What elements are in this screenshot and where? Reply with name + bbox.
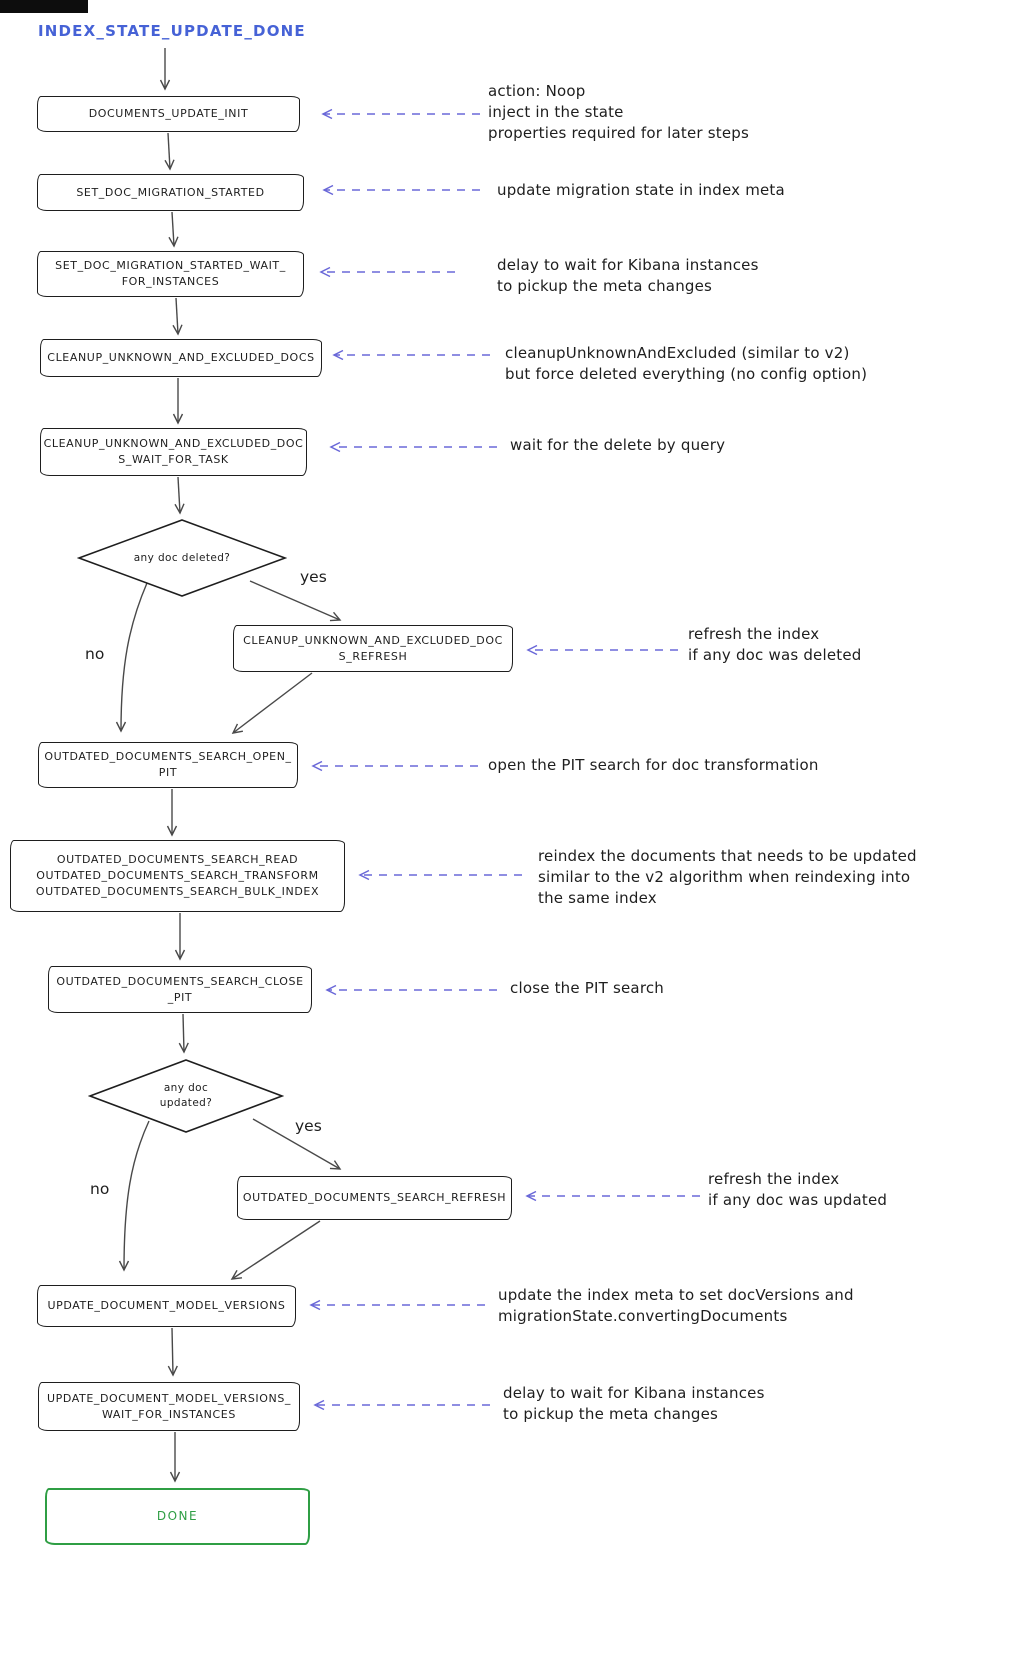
annotation-line: to pickup the meta changes (497, 277, 713, 295)
annotation-set-started: update migration state in index meta (497, 180, 785, 201)
annotation-line: similar to the v2 algorithm when reindex… (538, 868, 911, 886)
annotation-line: delay to wait for Kibana instances (503, 1384, 765, 1402)
node-label: _PIT (167, 990, 193, 1004)
annotation-close-pit: close the PIT search (510, 978, 664, 999)
annotation-cleanup: cleanupUnknownAndExcluded (similar to v2… (505, 343, 867, 385)
decision-any-doc-updated: any doc updated? (88, 1058, 284, 1134)
annotation-line: close the PIT search (510, 979, 665, 997)
node-label: S_REFRESH (338, 649, 408, 663)
node-label: SET_DOC_MIGRATION_STARTED (76, 185, 265, 199)
annotation-line: if any doc was deleted (688, 646, 862, 664)
node-label: WAIT_FOR_INSTANCES (102, 1407, 236, 1421)
annotation-line: if any doc was updated (708, 1191, 888, 1209)
node-update-document-model-versions-wait-for-instances: UPDATE_DOCUMENT_MODEL_VERSIONS_ WAIT_FOR… (38, 1382, 300, 1431)
annotation-open-pit: open the PIT search for doc transformati… (488, 755, 819, 776)
arrow-refresh2-to-update (230, 1220, 321, 1280)
node-label: OUTDATED_DOCUMENTS_SEARCH_TRANSFORM (36, 869, 319, 883)
node-label: UPDATE_DOCUMENT_MODEL_VERSIONS_ (46, 1391, 292, 1405)
node-label: FOR_INSTANCES (121, 275, 220, 288)
annotation-line: properties required for later steps (488, 124, 749, 142)
edge-label-no-deleted: no (85, 645, 105, 663)
annotation-update-versions: update the index meta to set docVersions… (498, 1285, 854, 1327)
annotation-line: update migration state in index meta (497, 181, 785, 199)
diamond-shape (77, 519, 287, 597)
edge-label-yes-updated: yes (295, 1117, 322, 1135)
node-documents-update-init: DOCUMENTS_UPDATE_INIT (37, 96, 300, 132)
node-label: OUTDATED_DOCUMENTS_SEARCH_READ (56, 853, 299, 867)
arrow-refresh1-to-openpit (231, 672, 313, 734)
node-label: OUTDATED_DOCUMENTS_SEARCH_CLOSE (56, 974, 304, 988)
annotation-read-transform-bulk: reindex the documents that needs to be u… (538, 846, 917, 909)
annotation-line: but force deleted everything (no config … (505, 365, 868, 383)
annotation-init: action: Noop inject in the state propert… (488, 81, 749, 144)
top-left-artifact (0, 0, 88, 13)
arrow-decision1-no (115, 582, 148, 733)
annotation-update-versions-wait: delay to wait for Kibana instances to pi… (503, 1383, 765, 1425)
annotation-line: update the index meta to set docVersions… (498, 1286, 854, 1304)
arrow-wait-to-cleanup (172, 297, 183, 336)
annotation-set-started-wait: delay to wait for Kibana instances to pi… (497, 255, 759, 297)
node-label: CLEANUP_UNKNOWN_AND_EXCLUDED_DOCS (47, 351, 315, 365)
annotation-line: wait for the delete by query (510, 436, 726, 454)
node-outdated-documents-search-open-pit: OUTDATED_DOCUMENTS_SEARCH_OPEN_ PIT (38, 742, 298, 788)
arrow-closepit-to-decision2 (178, 1013, 189, 1054)
annotation-line: migrationState.convertingDocuments (498, 1307, 788, 1325)
node-cleanup-unknown-and-excluded-docs: CLEANUP_UNKNOWN_AND_EXCLUDED_DOCS (40, 339, 322, 377)
annotation-line: action: Noop (488, 82, 586, 100)
annotation-line: delay to wait for Kibana instances (497, 256, 759, 274)
node-label: CLEANUP_UNKNOWN_AND_EXCLUDED_DOC (43, 437, 304, 451)
annotation-line: cleanupUnknownAndExcluded (similar to v2… (505, 344, 850, 362)
decision-any-doc-deleted: any doc deleted? (77, 518, 287, 598)
diamond-shape (88, 1059, 284, 1133)
annotation-line: inject in the state (488, 103, 624, 121)
node-done: DONE (45, 1488, 310, 1545)
node-update-document-model-versions: UPDATE_DOCUMENT_MODEL_VERSIONS (37, 1285, 296, 1327)
node-label: OUTDATED_DOCUMENTS_SEARCH_BULK_INDEX (35, 884, 320, 898)
annotation-line: the same index (538, 889, 657, 907)
decision-label-line: updated? (159, 1097, 213, 1109)
node-label: SET_DOC_MIGRATION_STARTED_WAIT_ (55, 259, 286, 273)
arrow-init-to-setstarted (164, 132, 175, 171)
decision-label: any doc updated? (88, 1058, 284, 1134)
node-label: S_WAIT_FOR_TASK (118, 453, 229, 466)
diagram-title: INDEX_STATE_UPDATE_DONE (38, 22, 306, 40)
annotation-line: refresh the index (688, 625, 820, 643)
node-outdated-documents-search-read-transform-bulk-index: OUTDATED_DOCUMENTS_SEARCH_READ OUTDATED_… (10, 840, 345, 912)
annotation-line: open the PIT search for doc transformati… (488, 756, 819, 774)
node-label: PIT (158, 766, 178, 779)
node-cleanup-unknown-and-excluded-docs-refresh: CLEANUP_UNKNOWN_AND_EXCLUDED_DOC S_REFRE… (233, 625, 513, 672)
annotation-line: refresh the index (708, 1170, 840, 1188)
node-outdated-documents-search-close-pit: OUTDATED_DOCUMENTS_SEARCH_CLOSE _PIT (48, 966, 312, 1013)
annotation-cleanup-refresh: refresh the index if any doc was deleted (688, 624, 862, 666)
node-label: UPDATE_DOCUMENT_MODEL_VERSIONS (47, 1299, 286, 1313)
annotation-search-refresh: refresh the index if any doc was updated (708, 1169, 887, 1211)
decision-label: any doc deleted? (77, 518, 287, 598)
annotation-line: to pickup the meta changes (503, 1405, 719, 1423)
annotation-line: reindex the documents that needs to be u… (538, 847, 917, 865)
decision-label-line: any doc (163, 1082, 209, 1095)
arrow-cleanupwait-to-decision1 (174, 476, 185, 515)
node-label: DOCUMENTS_UPDATE_INIT (88, 107, 249, 121)
node-outdated-documents-search-refresh: OUTDATED_DOCUMENTS_SEARCH_REFRESH (237, 1176, 512, 1220)
node-label: OUTDATED_DOCUMENTS_SEARCH_OPEN_ (44, 750, 292, 764)
node-label: OUTDATED_DOCUMENTS_SEARCH_REFRESH (242, 1191, 507, 1205)
node-cleanup-unknown-and-excluded-docs-wait-for-task: CLEANUP_UNKNOWN_AND_EXCLUDED_DOC S_WAIT_… (40, 428, 307, 476)
node-label: CLEANUP_UNKNOWN_AND_EXCLUDED_DOC (243, 633, 503, 647)
node-set-doc-migration-started: SET_DOC_MIGRATION_STARTED (37, 174, 304, 211)
annotation-cleanup-wait: wait for the delete by query (510, 435, 725, 456)
arrow-update-to-updatewait (167, 1327, 178, 1377)
decision-label-line: any doc deleted? (133, 551, 231, 564)
node-set-doc-migration-started-wait-for-instances: SET_DOC_MIGRATION_STARTED_WAIT_ FOR_INST… (37, 251, 304, 297)
node-label: DONE (156, 1508, 199, 1523)
edge-label-yes-deleted: yes (300, 568, 327, 586)
edge-label-no-updated: no (90, 1180, 110, 1198)
arrow-decision2-no (118, 1120, 150, 1272)
arrow-setstarted-to-wait (168, 211, 179, 248)
